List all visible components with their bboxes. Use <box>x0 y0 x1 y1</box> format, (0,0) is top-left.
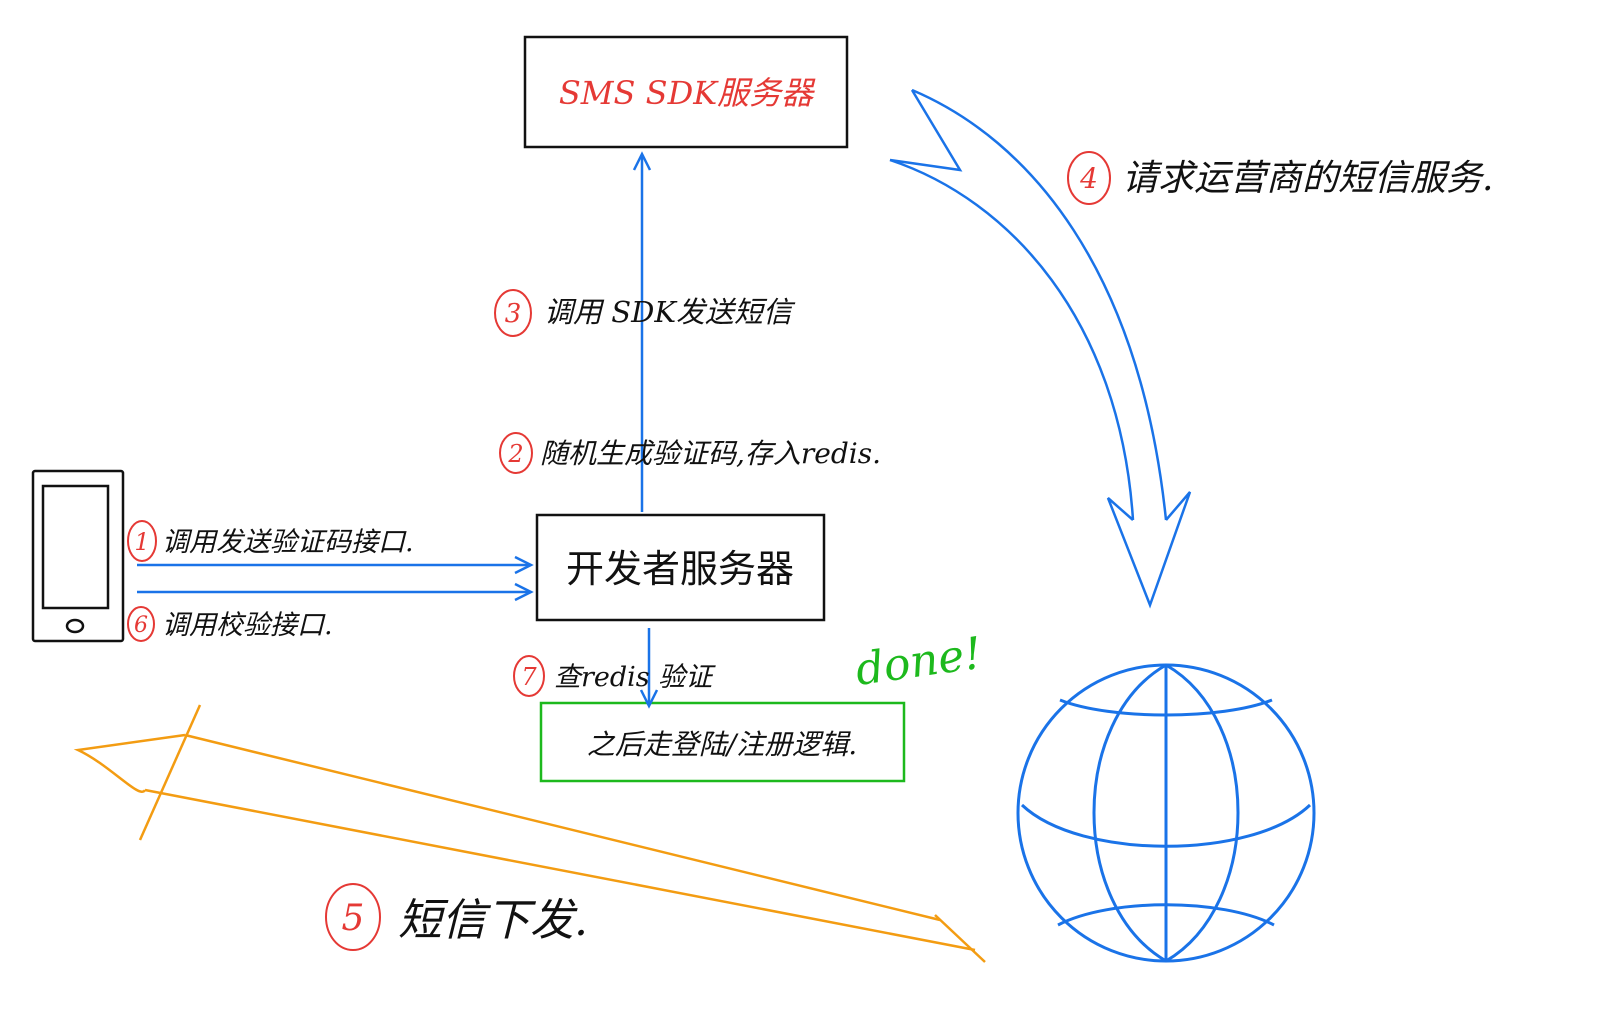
globe-icon <box>1016 663 1316 963</box>
step-marker-2: 2 <box>499 432 533 474</box>
arrow-6 <box>137 582 534 602</box>
step-3-text: 调用 SDK发送短信 <box>544 295 796 329</box>
arrow-3 <box>632 151 652 512</box>
developer-server-box <box>535 513 826 622</box>
svg-text:6: 6 <box>134 613 148 638</box>
step-6-text: 调用校验接口. <box>162 610 333 641</box>
sms-sdk-server-box <box>523 35 849 149</box>
sms-sdk-server-label: SMS SDK服务器 <box>559 74 816 112</box>
step-marker-3: 3 <box>494 289 532 337</box>
arrow-1 <box>137 555 534 575</box>
svg-text:7: 7 <box>521 663 537 691</box>
svg-text:3: 3 <box>505 299 522 329</box>
svg-text:5: 5 <box>342 898 365 939</box>
step-7-text: 查redis 验证 <box>554 662 716 693</box>
svg-text:2: 2 <box>507 440 523 468</box>
developer-server-label: 开发者服务器 <box>566 547 794 591</box>
step-marker-5: 5 <box>325 883 381 951</box>
svg-text:4: 4 <box>1079 162 1098 195</box>
step-1-text: 调用发送验证码接口. <box>162 527 414 558</box>
step-marker-4: 4 <box>1067 151 1111 205</box>
step-marker-7: 7 <box>513 655 545 697</box>
phone-icon <box>31 469 125 643</box>
arrow-4 <box>889 88 1192 609</box>
svg-text:1: 1 <box>134 528 149 556</box>
arrow-5 <box>73 704 986 963</box>
step-5-text: 短信下发. <box>398 895 588 946</box>
next-step-box <box>539 701 906 783</box>
step-2-text: 随机生成验证码,存入redis. <box>540 437 881 470</box>
step-marker-6: 6 <box>127 606 155 642</box>
next-step-label: 之后走登陆/注册逻辑. <box>587 728 857 761</box>
arrow-7 <box>639 628 659 709</box>
step-4-text: 请求运营商的短信服务. <box>1122 158 1493 199</box>
step-marker-1: 1 <box>127 520 157 562</box>
done-annotation: done! <box>852 628 985 696</box>
